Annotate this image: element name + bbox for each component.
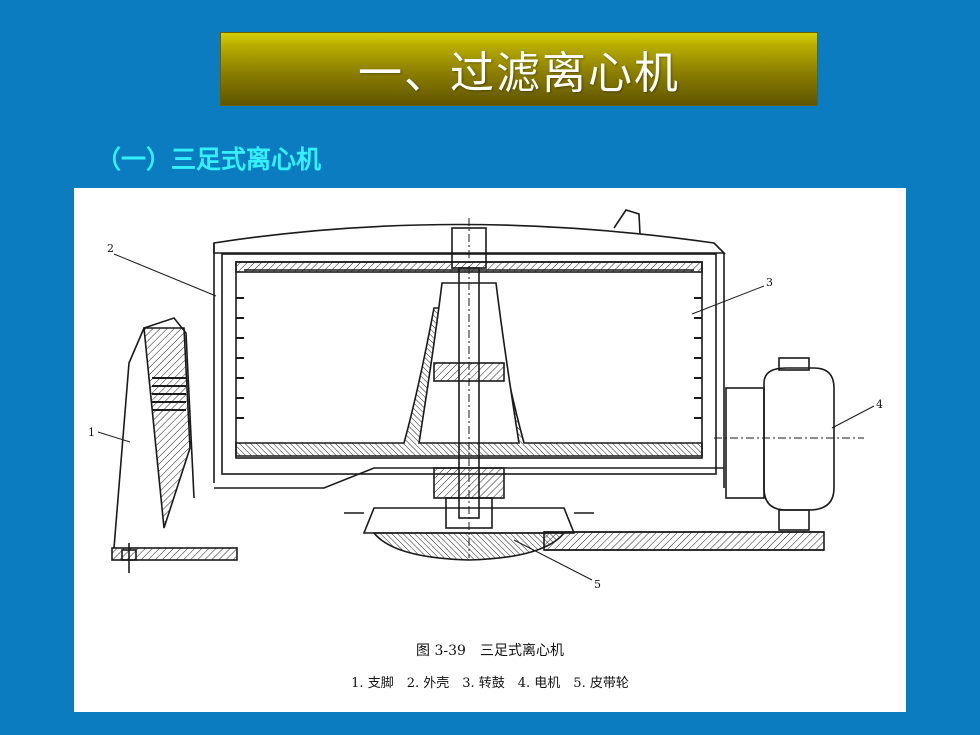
centrifuge-diagram: 2 3 1 4 5 <box>88 209 883 591</box>
title-banner: 一、过滤离心机 <box>220 32 818 106</box>
figure-caption: 图 3-39 三足式离心机 <box>416 643 564 659</box>
leader-lines <box>97 253 875 581</box>
slide-title: 一、过滤离心机 <box>358 48 680 99</box>
support-leg <box>111 317 238 573</box>
callout-1: 1 <box>88 426 95 439</box>
callout-labels: 2 3 1 4 5 <box>88 242 883 591</box>
main-shaft <box>433 218 505 558</box>
callout-3: 3 <box>766 276 773 289</box>
section-subtitle: （一）三足式离心机 <box>96 145 322 174</box>
motor <box>714 357 864 531</box>
callout-5: 5 <box>594 578 601 591</box>
figure-panel: 2 3 1 4 5 图 3-39 三足式离心机 1. 支脚 2. 外壳 3. 转… <box>74 188 906 712</box>
figure-legend: 1. 支脚 2. 外壳 3. 转鼓 4. 电机 5. 皮带轮 <box>351 676 629 691</box>
pulley-assembly <box>344 507 825 561</box>
callout-2: 2 <box>107 242 114 255</box>
callout-4: 4 <box>876 398 883 411</box>
